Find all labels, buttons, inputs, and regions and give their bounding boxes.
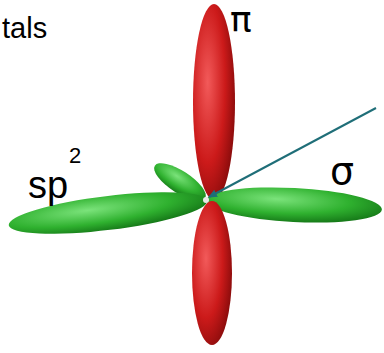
nucleus <box>203 197 209 203</box>
superscript: 2 <box>69 145 81 167</box>
pointer-arrow <box>209 108 376 197</box>
pi-lobe <box>193 4 235 200</box>
pi-lobe <box>192 201 232 345</box>
sp2-lobe <box>205 183 383 226</box>
orbital-label: sp <box>28 166 68 204</box>
orbital-label: π <box>230 2 252 38</box>
caption-fragment: tals <box>2 14 47 43</box>
bond-label: σ <box>330 152 354 190</box>
